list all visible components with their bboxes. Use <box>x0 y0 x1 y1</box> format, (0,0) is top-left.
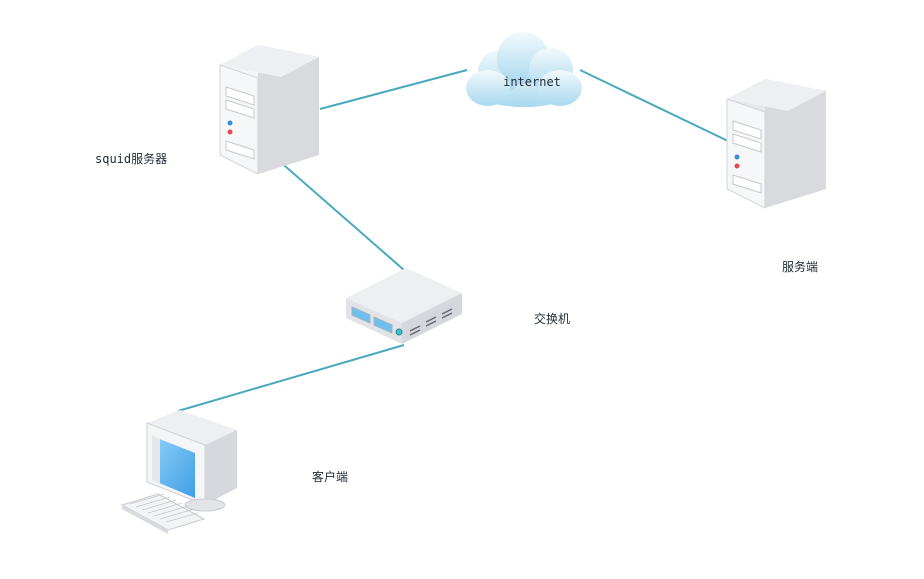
network-switch-icon <box>346 268 462 344</box>
desktop-computer-icon <box>120 410 237 534</box>
server-tower-icon <box>726 79 826 209</box>
link-switch-client <box>177 344 405 412</box>
cloud-icon <box>466 32 582 107</box>
link-internet-server <box>579 69 729 142</box>
squid-server-label: squid服务器 <box>95 152 168 166</box>
switch-label: 交换机 <box>534 312 571 326</box>
server-tower-icon <box>219 45 319 175</box>
remote-server-label: 服务端 <box>782 260 819 274</box>
link-squid-internet <box>319 69 468 110</box>
client-label: 客户端 <box>312 470 349 484</box>
